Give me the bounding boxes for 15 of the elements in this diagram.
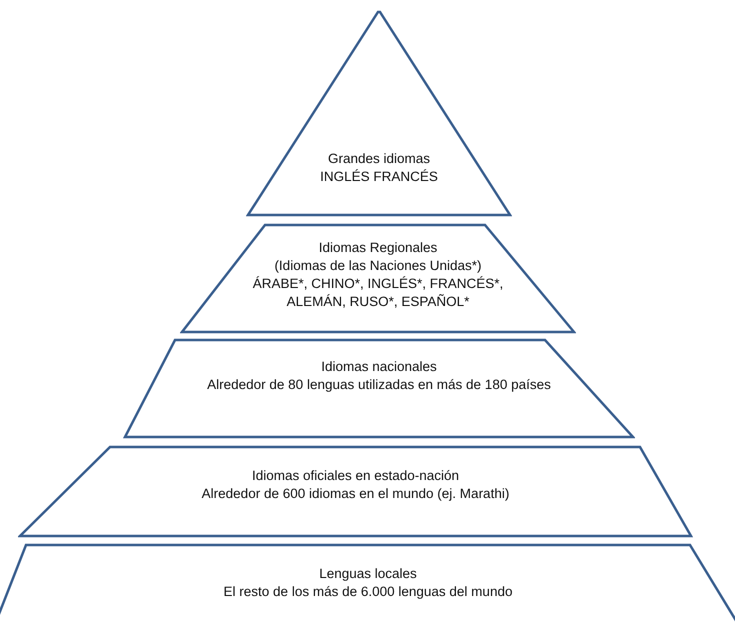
pyramid-tier — [18, 445, 693, 538]
tier-heading: Grandes idiomas — [328, 150, 430, 168]
tier-description: Alrededor de 80 lenguas utilizadas en más de 180 países — [207, 376, 551, 394]
tier-description: ÁRABE*, CHINO*, INGLÉS*, FRANCÉS*, ALEMÁN, RUSO*, ESPAÑOL* — [252, 275, 504, 311]
tier-description: El resto de los más de 6.000 lenguas del mundo — [224, 583, 512, 601]
tier-heading: Idiomas nacionales — [321, 358, 437, 376]
tier-description: INGLÉS FRANCÉS — [320, 168, 438, 186]
tier-subheading: (Idiomas de las Naciones Unidas*) — [274, 257, 482, 275]
pyramid-tier — [180, 223, 576, 334]
tier-heading: Idiomas oficiales en estado-nación — [252, 467, 460, 485]
tier-description: Alrededor de 600 idiomas en el mundo (ej. Marathi) — [202, 485, 510, 503]
pyramid-apex-triangle — [246, 10, 512, 217]
tier-heading: Idiomas Regionales — [318, 239, 438, 257]
tier-heading: Lenguas locales — [319, 565, 417, 583]
pyramid-tier — [123, 338, 635, 439]
